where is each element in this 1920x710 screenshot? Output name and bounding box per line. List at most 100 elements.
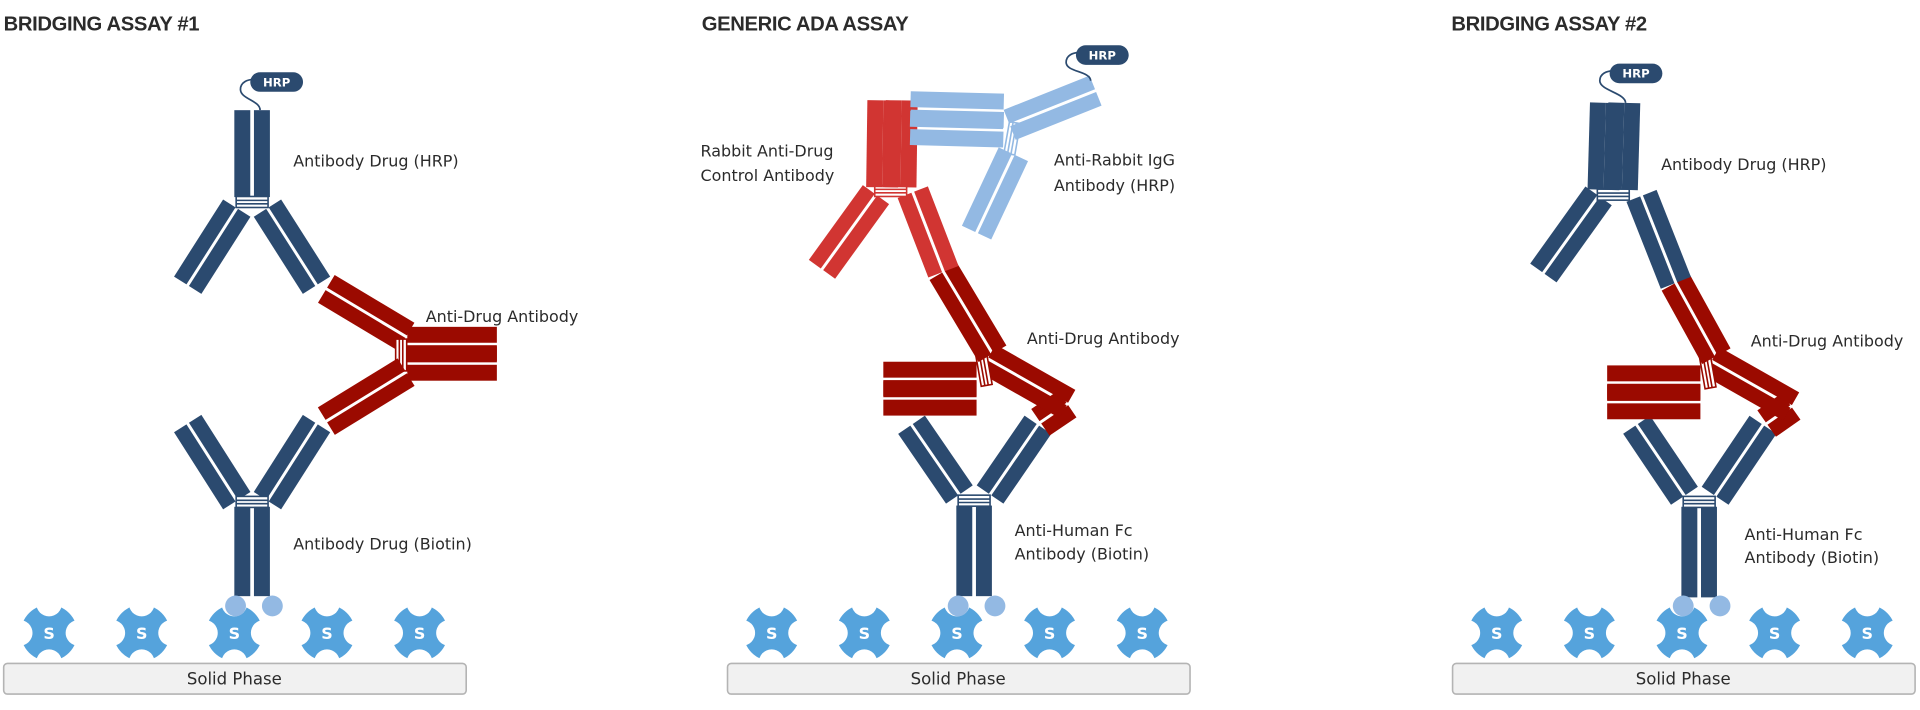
bead-notch — [1883, 620, 1910, 646]
bead-label: S — [766, 624, 777, 643]
bead-notch — [1099, 620, 1126, 646]
bead-notch — [128, 590, 155, 617]
bead-label: S — [229, 624, 240, 643]
drug-hrp-stem-left-light-chain — [1587, 102, 1606, 190]
drug-hrp-left-arm — [174, 199, 251, 294]
drug-biotin-hinge-frame — [235, 495, 269, 509]
capture-stem-light-chain — [956, 505, 973, 597]
capture-left-arm — [1623, 415, 1698, 505]
capture-hinge — [957, 494, 991, 507]
bead-notch — [758, 590, 785, 617]
bead-notch — [1639, 620, 1666, 646]
capture-left-arm-heavy-chain — [1623, 425, 1684, 505]
bead-body — [1839, 604, 1896, 662]
rabbit-left-arm-light-chain — [808, 185, 875, 269]
solid-phase-bar — [1451, 662, 1916, 695]
bead-notch — [1454, 620, 1481, 646]
ada-lower-arm — [1703, 347, 1800, 421]
anti-rabbit-arm-bottom-heavy-chain — [910, 109, 1005, 128]
rabbit-right-arm-light-chain — [914, 186, 959, 272]
hrp-tether — [1598, 70, 1627, 104]
rabbit-right-arm — [897, 186, 959, 278]
ada-lower-arm-light-chain — [988, 344, 1076, 403]
drug-biotin-left-arm-light-chain — [174, 424, 236, 510]
bead-label: S — [1491, 624, 1502, 643]
ada-lower-arm — [317, 358, 415, 435]
biotin-dot — [225, 595, 246, 617]
bead-notch — [1791, 620, 1817, 646]
ada-stem-bottom — [407, 345, 497, 381]
anti-rabbit-lower-arm-light-chain — [961, 147, 1013, 232]
anti-rabbit-arm-bottom — [909, 109, 1005, 148]
ada-upper-arm — [929, 263, 1007, 363]
capture-hinge-frame — [1682, 495, 1716, 509]
capture-left-arm-light-chain — [1637, 415, 1698, 495]
bead-notch — [1854, 590, 1881, 617]
drug-hrp-stem-right — [1605, 102, 1641, 191]
ada-stem-top-heavy-chain — [407, 326, 497, 343]
capture-left-arm — [898, 415, 973, 504]
label-rabbit-control-line2: Control Antibody — [701, 166, 835, 185]
ada-upper-arm-light-chain — [1677, 274, 1731, 356]
label-anti-human-fc-line2: Antibody (Biotin) — [1015, 544, 1150, 563]
bead-notch — [880, 620, 907, 646]
anti-rabbit-stem — [1003, 75, 1102, 140]
streptavidin-bead: S — [99, 590, 185, 676]
bead-notch — [1513, 620, 1540, 646]
label-anti-rabbit-line1: Anti-Rabbit IgG — [1054, 150, 1175, 169]
anti-rabbit-stem-light-chain — [1010, 91, 1102, 140]
ada-lower-arm-light-chain — [317, 358, 406, 420]
ada-upper-arm-heavy-chain — [1661, 283, 1716, 365]
drug-hrp-right-arm — [1626, 189, 1691, 289]
solid-phase-label: Solid Phase — [911, 669, 1006, 688]
drug-biotin-stem — [234, 506, 270, 597]
label-anti-human-fc-line2: Antibody (Biotin) — [1745, 548, 1880, 567]
solid-phase: Solid Phase — [2, 662, 467, 695]
bead-notch — [1824, 620, 1851, 646]
streptavidin-bead: S — [6, 590, 92, 676]
anti-rabbit-stem-heavy-chain — [1003, 75, 1096, 124]
bead-notch — [1483, 590, 1510, 617]
drug-hrp-right-arm-light-chain — [253, 208, 316, 294]
drug-hrp-right-arm-heavy-chain — [1626, 196, 1675, 289]
bead-notch — [36, 590, 62, 617]
capture-right-arm — [976, 415, 1052, 504]
ada-lower-arm — [979, 344, 1076, 419]
bead-notch — [436, 620, 462, 646]
bead-label: S — [321, 624, 332, 643]
capture-stem — [1681, 506, 1717, 598]
bead-body — [743, 604, 800, 662]
streptavidin-bead: S — [1824, 590, 1910, 676]
streptavidin-bead: S — [729, 590, 815, 676]
bead-notch — [1761, 590, 1788, 617]
hrp-tether — [239, 78, 261, 111]
bead-label: S — [1676, 624, 1687, 643]
ada-upper-arm-light-chain — [318, 290, 406, 351]
bead-notch — [1007, 620, 1033, 646]
drug-biotin-stem-light-chain — [234, 506, 251, 597]
solid-phase-bar — [2, 662, 467, 695]
bead-notch — [284, 620, 311, 646]
ada-left-arm-bottom — [883, 380, 977, 416]
rabbit-left-arm — [808, 185, 890, 279]
bead-label: S — [43, 624, 54, 643]
hrp-pill — [1609, 63, 1663, 84]
bead-notch — [851, 590, 878, 617]
bead-notch — [406, 590, 433, 617]
bead-body — [928, 604, 986, 662]
drug-hrp-left-arm — [1530, 186, 1612, 283]
label-anti-human-fc-line1: Anti-Human Fc — [1745, 525, 1863, 544]
rabbit-left-arm-heavy-chain — [823, 195, 890, 279]
ada-upper-arm-light-chain — [944, 263, 1007, 354]
ada-stem-bottom-light-chain — [407, 364, 497, 381]
label-anti-drug-antibody: Anti-Drug Antibody — [1751, 331, 1904, 350]
streptavidin-bead: S — [1732, 590, 1817, 676]
streptavidin-bead: S — [1547, 590, 1632, 676]
capture-right-arm-heavy-chain — [1701, 415, 1762, 495]
capture-hinge — [1682, 495, 1716, 509]
ada-left-arm-bottom-heavy-chain — [883, 399, 977, 416]
drug-biotin-left-arm — [174, 414, 251, 510]
